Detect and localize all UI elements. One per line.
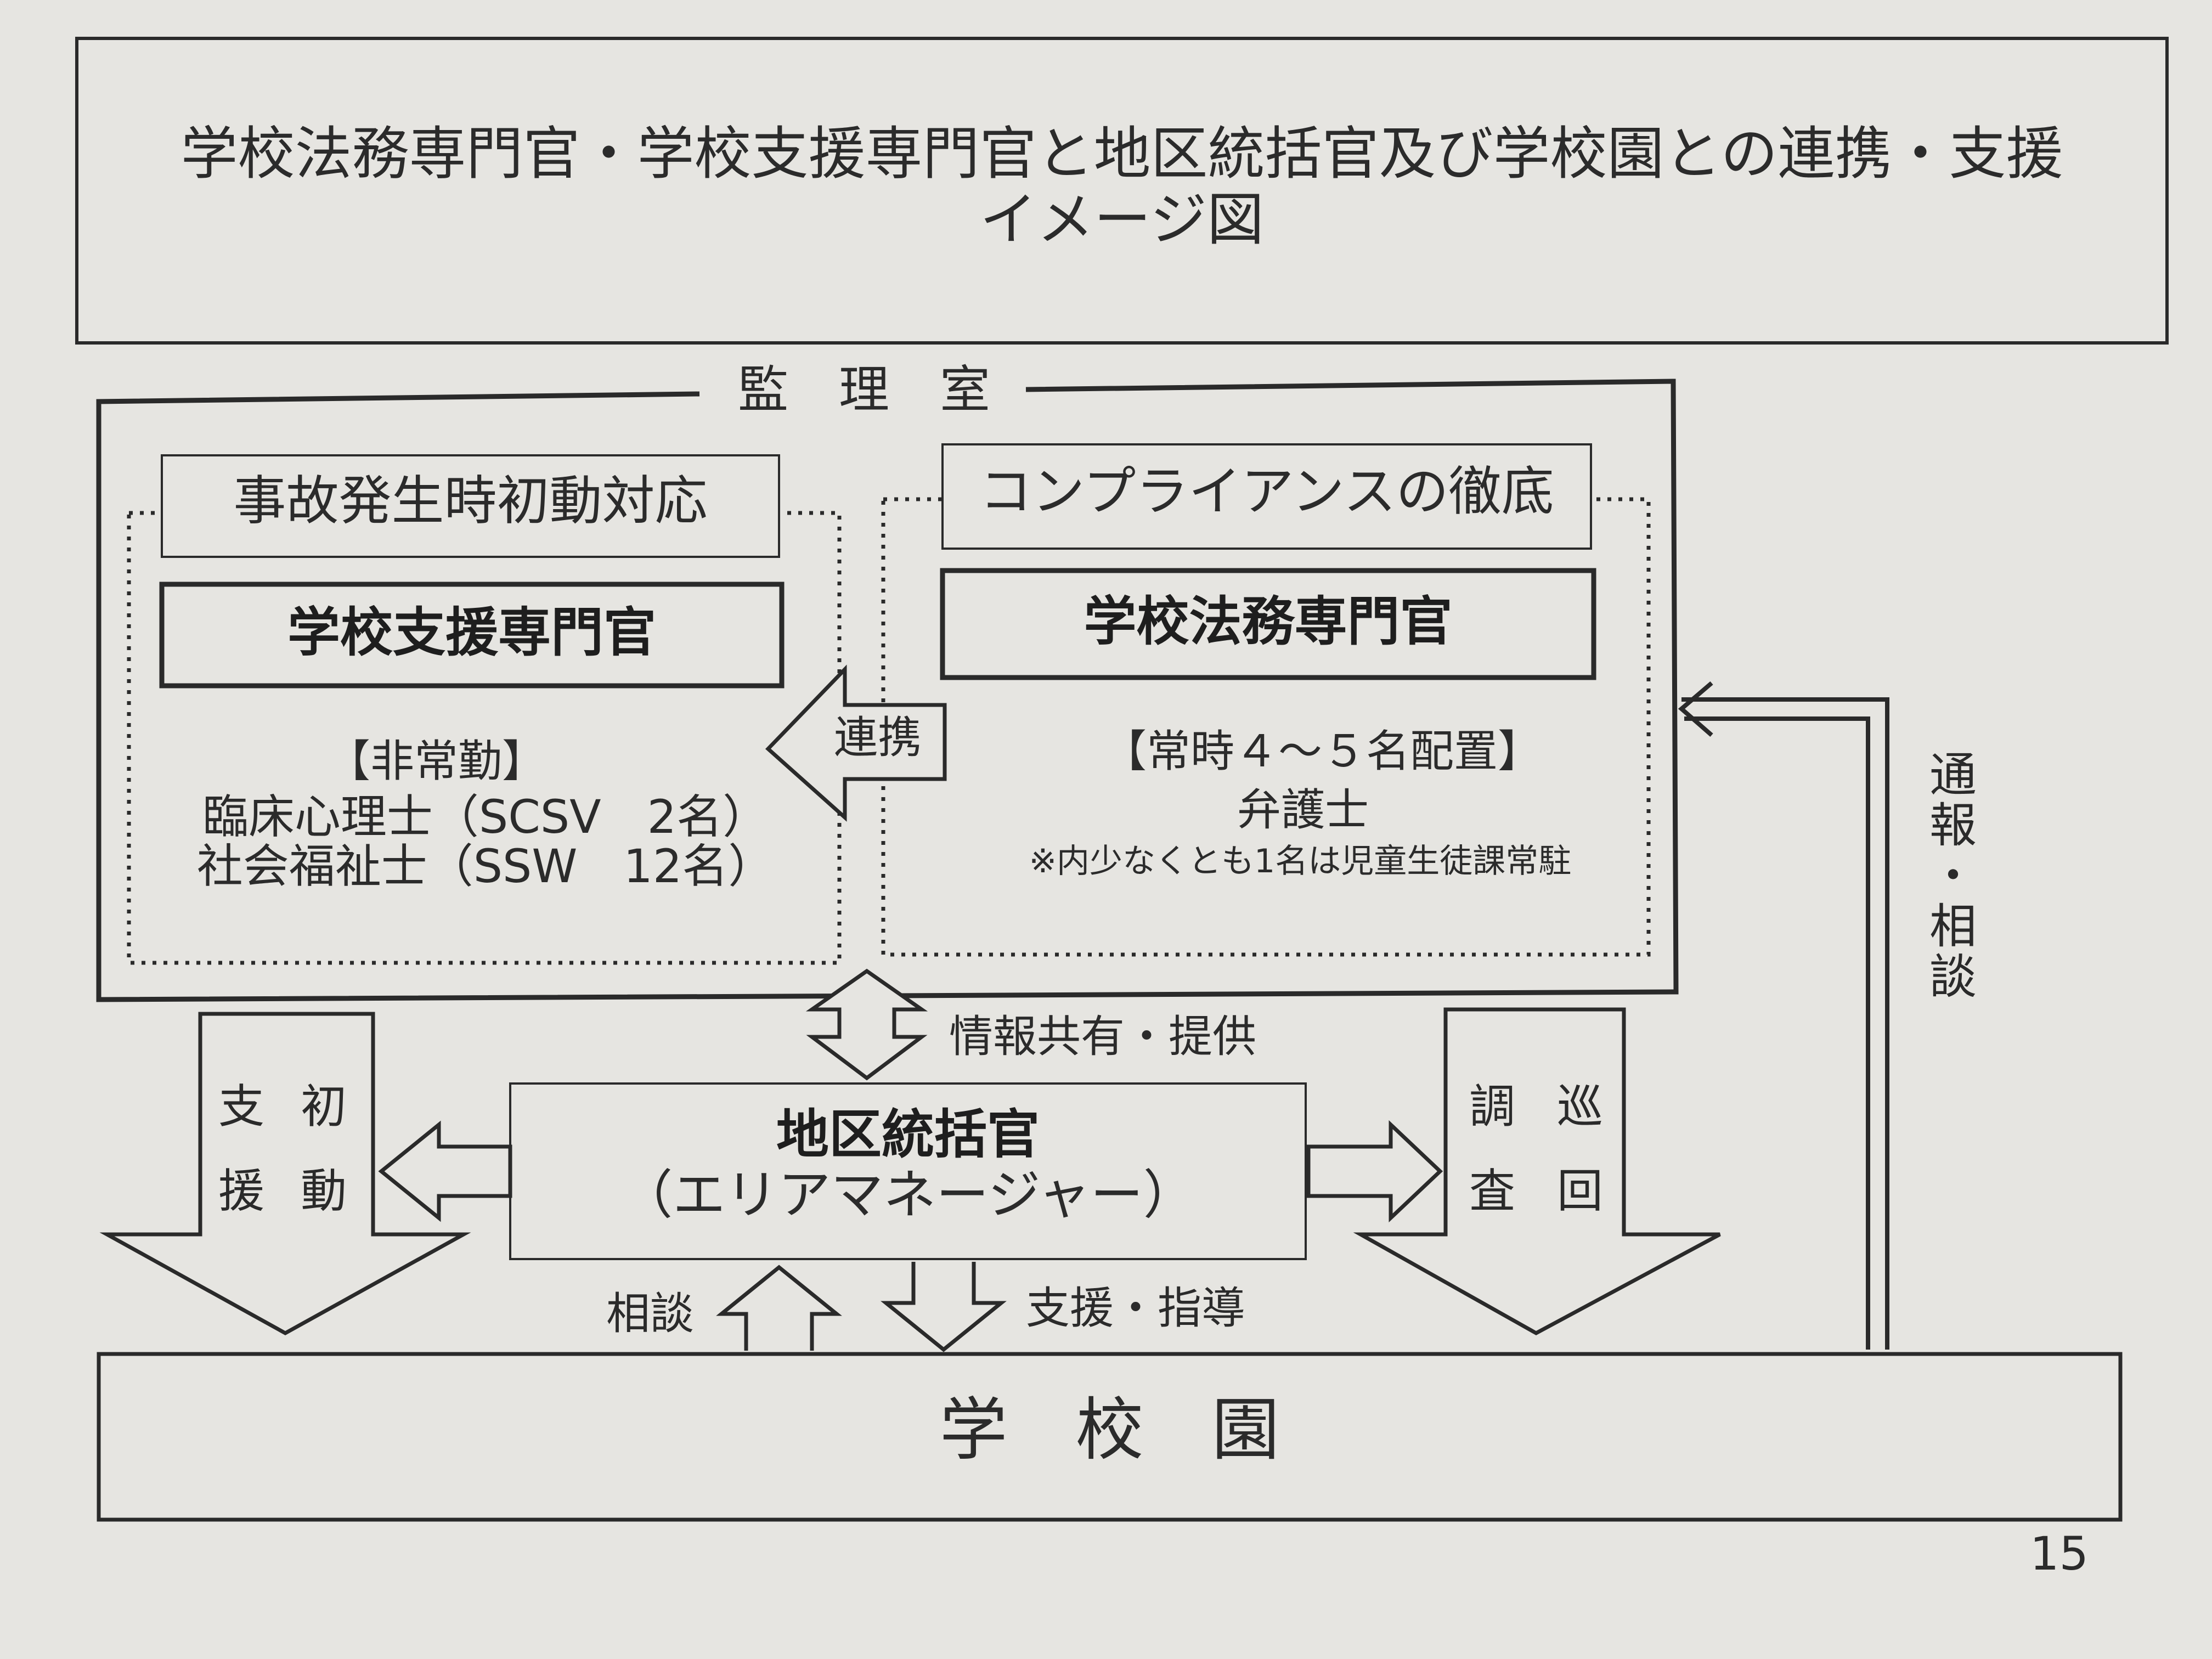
vertical-char: 相	[1929, 899, 1977, 954]
right-down-arrow	[1353, 1007, 1721, 1335]
title-line-2: イメージ図	[980, 186, 1264, 253]
shien-label: 支援・指導	[1026, 1283, 1245, 1334]
left-role-box	[159, 582, 785, 689]
soudan-label: 相談	[606, 1288, 694, 1339]
right-header-box	[941, 443, 1592, 550]
right-status: 【常時４～５名配置】	[1103, 726, 1542, 777]
vertical-char: 動	[300, 1164, 347, 1218]
right-role: 学校法務専門官	[1084, 591, 1453, 652]
vertical-char: 通	[1929, 748, 1977, 803]
left-down-arrow	[99, 1012, 471, 1336]
vertical-char: 援	[218, 1164, 264, 1218]
school-bar	[97, 1352, 2123, 1522]
right-arrow-col-1: 巡回	[1553, 1084, 1607, 1214]
right-line-1: 弁護士	[1237, 785, 1369, 836]
vertical-char: 回	[1556, 1164, 1603, 1218]
tsuho-line-outer	[1681, 697, 1889, 1350]
vertical-char: 調	[1469, 1080, 1515, 1133]
right-role-box	[940, 568, 1596, 680]
kanri-label: 監 理 室	[737, 360, 990, 419]
vertical-char: 談	[1929, 950, 1977, 1005]
left-header: 事故発生時初動対応	[233, 470, 708, 532]
vertical-char: 巡	[1556, 1080, 1603, 1133]
left-status: 【非常勤】	[326, 736, 546, 787]
info-label: 情報共有・提供	[949, 1011, 1256, 1062]
area-manager-title: 地区統括官	[776, 1104, 1040, 1165]
school-label: 学 校 園	[939, 1391, 1280, 1470]
tsuho-vertical-text: 通報・相談	[1926, 752, 1980, 1001]
right-dotted-group	[881, 497, 1651, 957]
vertical-char: 報	[1929, 798, 1977, 853]
vertical-char: 査	[1469, 1164, 1515, 1218]
shien-down-arrow	[881, 1262, 1007, 1352]
tsuho-arrowhead	[1678, 681, 1713, 737]
soudan-up-arrow	[716, 1265, 842, 1351]
vertical-char: 初	[300, 1080, 347, 1133]
right-header: コンプライアンスの徹底	[979, 461, 1554, 522]
title-line-1: 学校法務専門官・学校支援専門官と地区統括官及び学校園との連携・支援	[180, 120, 2063, 187]
info-double-arrow	[805, 968, 928, 1081]
area-manager-subtitle: （エリアマネージャー）	[620, 1164, 1196, 1226]
left-line-1: 臨床心理士（SCSV 2名）	[202, 790, 769, 844]
renkei-label: 連携	[834, 712, 922, 763]
right-arrow-col-2: 調査	[1465, 1084, 1520, 1214]
title-frame	[75, 37, 2169, 345]
tsuho-line-inner	[1684, 716, 1870, 1350]
right-note: ※内少なくとも1名は児童生徒課常駐	[1029, 842, 1572, 881]
page-number: 15	[2030, 1527, 2089, 1581]
right-small-arrow	[1306, 1120, 1443, 1223]
left-small-arrow	[378, 1120, 512, 1222]
left-arrow-col-1: 初動	[296, 1084, 351, 1214]
left-role: 学校支援専門官	[287, 602, 656, 663]
vertical-char: ・	[1929, 849, 1977, 904]
left-line-2: 社会福祉士（SSW 12名）	[196, 839, 775, 893]
vertical-char: 支	[218, 1080, 264, 1133]
tsuho-label: 通報・相談	[1926, 752, 1980, 1001]
left-header-box	[161, 454, 780, 558]
left-arrow-col-2: 支援	[214, 1084, 269, 1214]
